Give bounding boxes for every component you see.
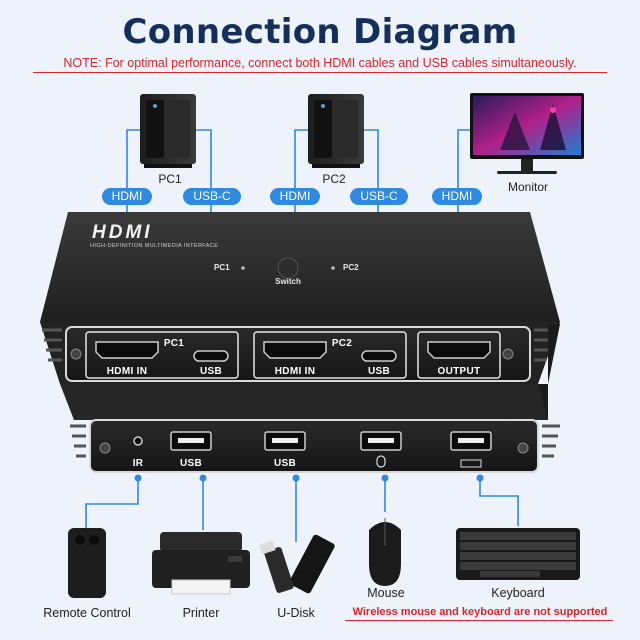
monitor	[470, 93, 584, 174]
pc2-usbc-cable-label: USB-C	[350, 188, 408, 205]
pc2-label: PC2	[322, 172, 346, 186]
pc1-tower	[140, 94, 196, 168]
hdmi-logo-subtitle: HIGH-DEFINITION MULTIMEDIA INTERFACE	[90, 243, 219, 249]
pc2-group-label: PC2	[331, 338, 353, 349]
monitor-label: Monitor	[507, 180, 548, 194]
remote-control-label: Remote Control	[43, 606, 131, 620]
bottom-cables	[85, 476, 519, 542]
usb-port-1-label: USB	[179, 458, 202, 469]
printer-device	[152, 532, 250, 595]
usb-port-2-label: USB	[273, 458, 296, 469]
kvm-switch-upper	[40, 212, 560, 384]
switch-button-label: Switch	[275, 277, 301, 286]
pc1-hdmi-in-label: HDMI IN	[106, 366, 148, 377]
mouse-device	[369, 518, 401, 586]
ir-port-label: IR	[132, 458, 144, 469]
output-port-label: OUTPUT	[437, 366, 481, 377]
led-pc1-label: PC1	[214, 263, 230, 272]
pc1-usbc-cable-label: USB-C	[183, 188, 241, 205]
cable-endpoints	[134, 474, 484, 482]
remote-control-device	[68, 528, 106, 598]
keyboard-label: Keyboard	[491, 586, 545, 600]
monitor-hdmi-cable-label: HDMI	[432, 188, 482, 205]
udisk-device	[259, 534, 335, 594]
hdmi-logo: HDMI	[92, 222, 153, 243]
wireless-warning: Wireless mouse and keyboard are not supp…	[352, 606, 608, 618]
printer-label: Printer	[182, 606, 220, 620]
pc2-tower	[308, 94, 364, 168]
kvm-switch-lower	[60, 324, 560, 473]
switch-button[interactable]	[278, 258, 298, 278]
note-underline	[33, 72, 607, 73]
pc1-usb-label: USB	[199, 366, 222, 377]
mouse-label: Mouse	[367, 586, 405, 600]
warning-underline	[345, 620, 613, 621]
led-pc2-label: PC2	[343, 263, 359, 272]
pc1-hdmi-cable-label: HDMI	[102, 188, 152, 205]
pc1-group-label: PC1	[163, 338, 185, 349]
pc1-label: PC1	[158, 172, 182, 186]
udisk-label: U-Disk	[277, 606, 315, 620]
pc2-hdmi-cable-label: HDMI	[270, 188, 320, 205]
pc2-usb-label: USB	[367, 366, 390, 377]
keyboard-device	[456, 528, 580, 580]
page-title: Connection Diagram	[122, 12, 518, 52]
note-text: NOTE: For optimal performance, connect b…	[63, 56, 577, 70]
pc2-hdmi-in-label: HDMI IN	[274, 366, 316, 377]
